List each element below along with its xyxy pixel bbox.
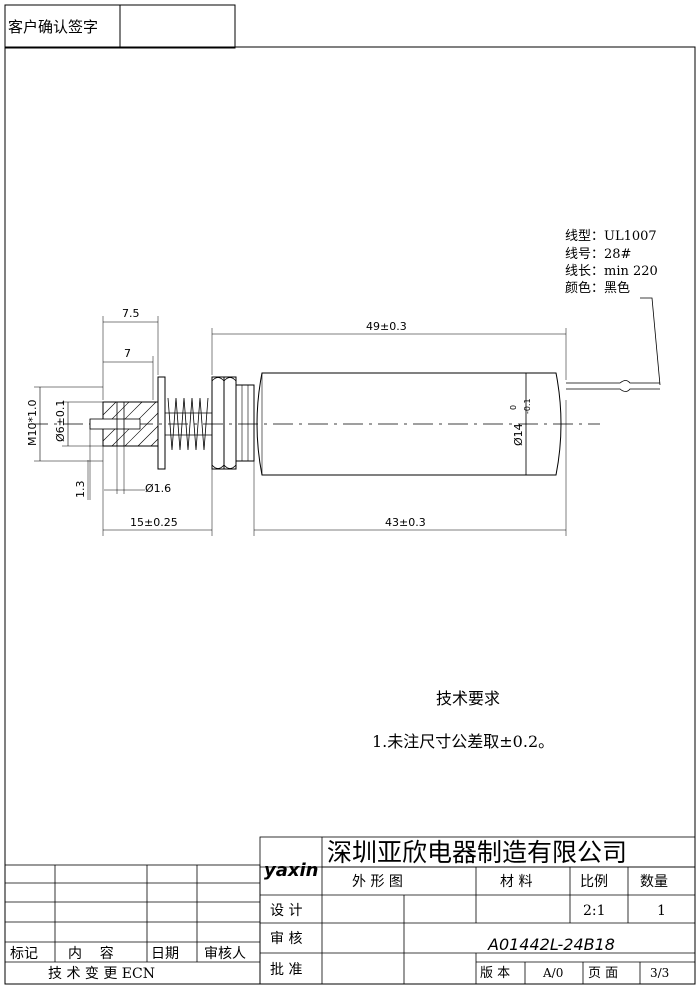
- scale-label: 比例: [580, 874, 608, 890]
- qty-value: 1: [657, 903, 666, 919]
- customer-confirm-label: 客户确认签字: [8, 18, 98, 36]
- page-label: 页 面: [588, 966, 618, 981]
- customer-confirm-box: 客户确认签字: [4, 4, 236, 49]
- company-name: 深圳亚欣电器制造有限公司: [327, 838, 627, 867]
- dim-49: 49±0.3: [366, 320, 407, 333]
- tech-requirements: 技术要求 1.未注尺寸公差取±0.2。: [372, 689, 554, 751]
- solenoid-body: [256, 372, 562, 476]
- nut-right: [223, 376, 237, 470]
- dim-phi14: Ø14: [512, 423, 525, 446]
- approve-label: 批 准: [270, 962, 302, 978]
- dim-7-5: 7.5: [122, 307, 140, 320]
- qty-label: 数量: [640, 874, 668, 890]
- design-label: 设 计: [270, 903, 302, 919]
- lead-wire-1: [566, 380, 660, 384]
- scale-value: 2:1: [583, 903, 606, 919]
- solenoid-drawing: [28, 316, 660, 536]
- dim-phi6: Ø6±0.1: [54, 400, 67, 442]
- dim-phi1-6: Ø1.6: [145, 482, 171, 495]
- rev-content-header: 内 容: [68, 945, 114, 962]
- tech-req-note: 1.未注尺寸公差取±0.2。: [372, 732, 554, 751]
- tech-req-title: 技术要求: [436, 689, 500, 708]
- page-value: 3/3: [650, 966, 669, 980]
- nut-left: [211, 376, 225, 470]
- review-label: 审 核: [270, 931, 302, 947]
- wire-type: 线型：UL1007: [565, 229, 657, 244]
- dimension-labels: 7.5 7 49±0.3 M10*1.0 Ø6±0.1 Ø14 0 -0.1 1…: [26, 307, 532, 529]
- wire-leader: [640, 297, 661, 386]
- spring: [167, 397, 209, 451]
- lead-wire-2: [566, 388, 660, 392]
- wire-color: 颜色：黑色: [565, 280, 630, 296]
- title-block-grid: [259, 836, 696, 985]
- wire-spec: 线型：UL1007 线号：28# 线长：min 220 颜色：黑色: [565, 229, 661, 386]
- washer: [157, 376, 166, 470]
- dim-phi14-lower: -0.1: [523, 398, 532, 414]
- pin-hole: [89, 418, 141, 430]
- wire-gauge: 线号：28#: [565, 247, 631, 262]
- dim-m10: M10*1.0: [26, 400, 39, 446]
- dim-43: 43±0.3: [385, 516, 426, 529]
- rev-reviewer-header: 审核人: [204, 946, 246, 962]
- dim-phi14-upper: 0: [509, 405, 518, 410]
- part-number: A01442L-24B18: [487, 935, 615, 954]
- dim-7: 7: [124, 347, 131, 360]
- wire-length: 线长：min 220: [565, 264, 658, 279]
- material-label: 材 料: [500, 874, 532, 890]
- rev-mark-header: 标记: [10, 946, 38, 962]
- company-logo: yaxin: [264, 860, 318, 881]
- rev-date-header: 日期: [151, 946, 179, 962]
- dim-15: 15±0.25: [130, 516, 178, 529]
- rev-ecn: 技 术 变 更 ECN: [48, 966, 155, 982]
- drawing-name: 外 形 图: [352, 874, 403, 890]
- version-label: 版 本: [480, 966, 510, 981]
- dim-1-3: 1.3: [74, 481, 87, 499]
- threaded-boss: [235, 384, 255, 462]
- version-value: A/0: [542, 966, 563, 980]
